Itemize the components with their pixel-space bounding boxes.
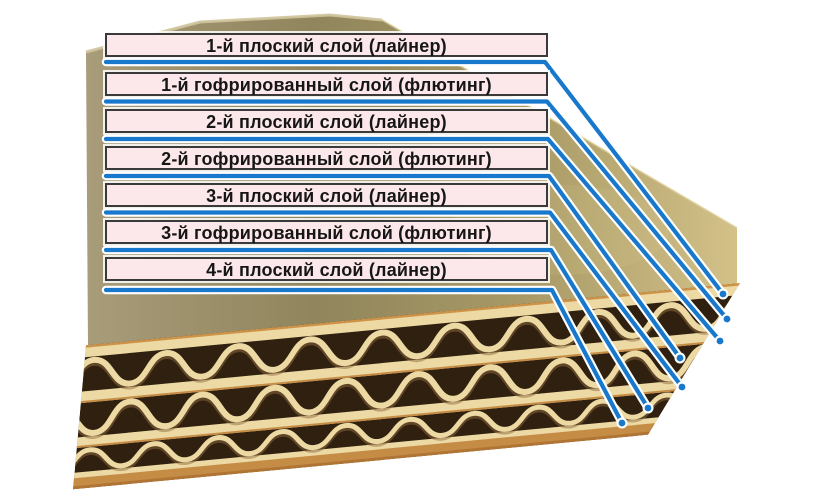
layer-label-1-liner: 1-й плоский слой (лайнер) bbox=[105, 33, 548, 57]
cardboard-cut-edge bbox=[73, 283, 740, 490]
layer-label-text: 3-й плоский слой (лайнер) bbox=[206, 185, 447, 206]
layer-label-text: 1-й плоский слой (лайнер) bbox=[206, 35, 447, 56]
pointer-dot bbox=[644, 404, 652, 412]
flute-wave-row2 bbox=[73, 336, 740, 436]
connector-line-2 bbox=[101, 97, 733, 325]
connector-line-7 bbox=[101, 285, 628, 429]
connector-line-1 bbox=[101, 57, 729, 300]
connector-line-5 bbox=[101, 208, 688, 393]
liner-3-orange-rim bbox=[73, 381, 740, 450]
pointer-dot bbox=[618, 419, 626, 427]
layer-label-text: 4-й плоский слой (лайнер) bbox=[206, 259, 447, 280]
pointer-dot bbox=[719, 290, 727, 298]
pointer-dot bbox=[723, 315, 731, 323]
layer-label-4-liner: 4-й плоский слой (лайнер) bbox=[105, 257, 548, 281]
layer-label-text: 2-й плоский слой (лайнер) bbox=[206, 111, 447, 132]
connector-line-4 bbox=[101, 171, 686, 364]
layer-label-text: 2-й гофрированный слой (флютинг) bbox=[161, 148, 492, 169]
pointer-dot bbox=[676, 354, 684, 362]
connector-line-3 bbox=[101, 134, 726, 347]
flute-wave-row1 bbox=[73, 295, 740, 394]
layer-label-2-liner: 2-й плоский слой (лайнер) bbox=[105, 109, 548, 133]
layer-label-text: 3-й гофрированный слой (флютинг) bbox=[161, 222, 492, 243]
liner-4-bottom-rim bbox=[73, 421, 740, 490]
connector-lines bbox=[101, 57, 733, 429]
layer-label-3-liner: 3-й плоский слой (лайнер) bbox=[105, 183, 548, 207]
layer-label-3-fluting: 3-й гофрированный слой (флютинг) bbox=[105, 220, 548, 244]
layer-label-text: 1-й гофрированный слой (флютинг) bbox=[161, 74, 492, 95]
layer-label-2-fluting: 2-й гофрированный слой (флютинг) bbox=[105, 146, 548, 170]
liner-4-strip bbox=[73, 407, 740, 481]
layer-label-1-fluting: 1-й гофрированный слой (флютинг) bbox=[105, 72, 548, 96]
connector-line-6 bbox=[101, 245, 654, 414]
pointer-dot bbox=[716, 337, 724, 345]
pointer-dot bbox=[678, 383, 686, 391]
liner-3-strip bbox=[73, 372, 740, 450]
